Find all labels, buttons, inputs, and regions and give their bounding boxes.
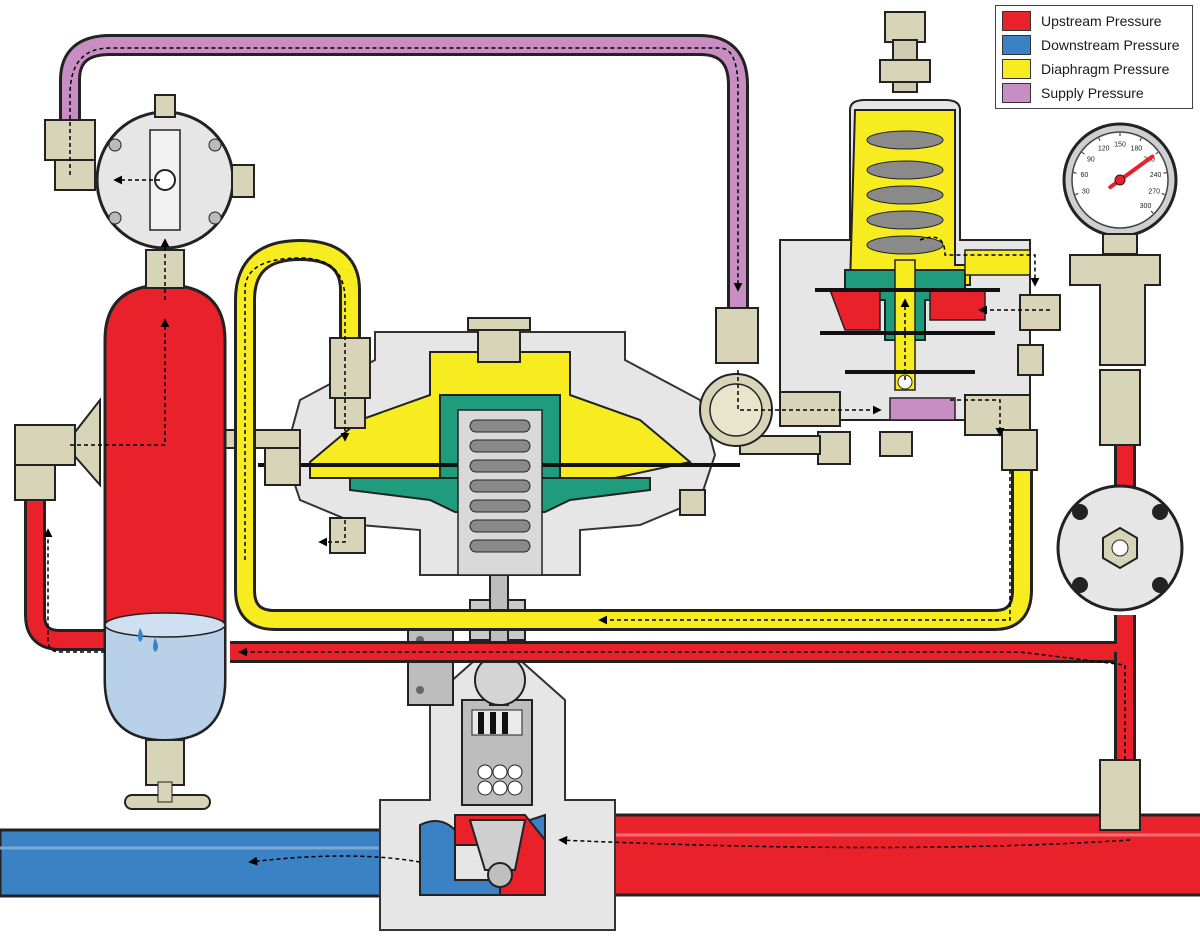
- pilot-regulator: [739, 11, 1061, 465]
- legend-label: Downstream Pressure: [1041, 37, 1180, 53]
- gauge-tick: [1161, 193, 1165, 195]
- legend-swatch-upstream: [1002, 11, 1031, 31]
- gauge-scale: 306090120150180210240270300: [1073, 133, 1167, 214]
- legend-item-upstream: Upstream Pressure: [1002, 9, 1186, 33]
- gauge-tick: [1150, 210, 1154, 214]
- gauge-tick: [1098, 137, 1101, 142]
- separator-tank: [14, 249, 227, 810]
- gauge-tick: [1075, 193, 1079, 195]
- block-valve: [1056, 484, 1184, 831]
- legend-swatch-downstream: [1002, 35, 1031, 55]
- gauge-tick: [1081, 151, 1085, 155]
- pressure-legend: Upstream Pressure Downstream Pressure Di…: [995, 5, 1193, 109]
- main-valve-body: [379, 574, 616, 931]
- gauge-scale-label: 180: [1130, 145, 1142, 152]
- flow-paths: [43, 47, 1131, 866]
- gauge-tick: [1163, 172, 1167, 174]
- loading-line-fittings: [329, 337, 371, 429]
- main-actuator-spring: [469, 419, 531, 553]
- legend-swatch-supply: [1002, 83, 1031, 103]
- gauge-scale-label: 150: [1114, 142, 1126, 149]
- gauge-tick: [1139, 137, 1142, 142]
- legend-label: Supply Pressure: [1041, 85, 1144, 101]
- gauge-scale-label: 120: [1098, 145, 1110, 152]
- gauge-scale-label: 300: [1140, 203, 1152, 210]
- gauge-scale-label: 270: [1148, 189, 1160, 196]
- upstream-pipe: [528, 813, 1200, 897]
- gauge-scale-label: 60: [1081, 172, 1089, 179]
- legend-item-diaphragm: Diaphragm Pressure: [1002, 57, 1186, 81]
- main-pipeline: [0, 813, 1200, 898]
- gauge-tick: [1155, 151, 1159, 155]
- legend-item-supply: Supply Pressure: [1002, 81, 1186, 105]
- gauge-scale-label: 90: [1087, 156, 1095, 163]
- gauge-scale-label: 30: [1082, 189, 1090, 196]
- pressure-gauge: 306090120150180210240270300: [1062, 122, 1178, 446]
- legend-item-downstream: Downstream Pressure: [1002, 33, 1186, 57]
- legend-label: Upstream Pressure: [1041, 13, 1162, 29]
- legend-label: Diaphragm Pressure: [1041, 61, 1170, 77]
- gauge-tick: [1073, 172, 1077, 174]
- downstream-pipe: [0, 828, 442, 898]
- gauge-scale-label: 240: [1150, 172, 1162, 179]
- legend-swatch-diaphragm: [1002, 59, 1031, 79]
